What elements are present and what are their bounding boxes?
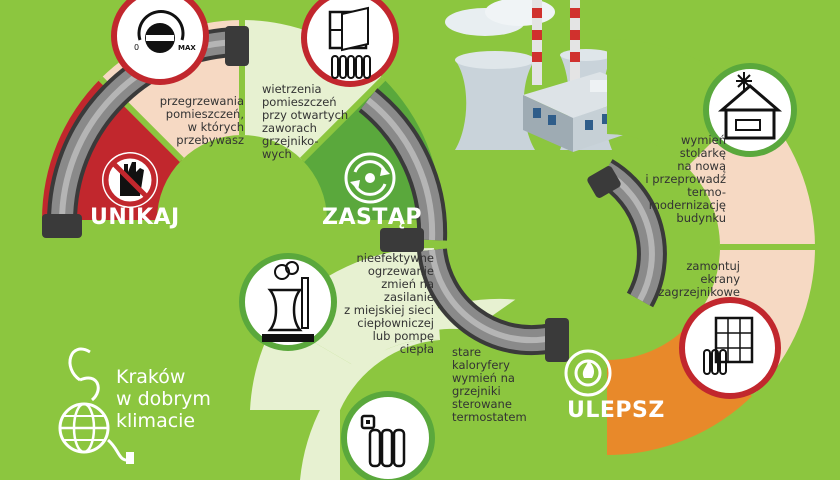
section-label-zastap: ZASTĄP: [322, 205, 422, 230]
globe-plug-icon: [58, 347, 134, 464]
gauge-max: MAX: [178, 44, 196, 52]
insulated-house-icon: [703, 63, 797, 157]
recycle-arrows-icon: [344, 152, 396, 204]
section-label-unikaj: UNIKAJ: [90, 205, 180, 230]
section-label-ulepsz: ULEPSZ: [567, 398, 665, 423]
tip-6-sector: [300, 298, 520, 480]
flame-gear-icon: [564, 349, 612, 397]
power-plant-illustration: [445, 0, 650, 152]
radiator-thermostat-icon: [341, 391, 435, 480]
no-hand-icon: [102, 152, 158, 208]
radiator-screen-icon: [679, 297, 781, 399]
zastap-sector: [302, 78, 442, 220]
gauge-min: 0: [134, 43, 139, 52]
open-window-icon: [301, 0, 399, 87]
thermostat-gauge-icon: 0 MAX: [111, 0, 209, 85]
power-plant-icon: [239, 253, 337, 351]
